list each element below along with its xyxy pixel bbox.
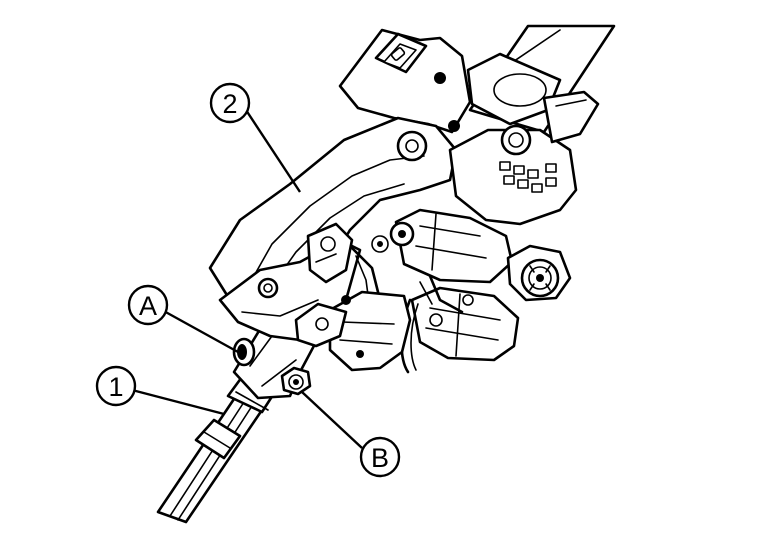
lower-bracket	[294, 290, 412, 372]
motor-end-cap	[506, 244, 572, 302]
callout-1: 1	[95, 365, 137, 407]
callout-2: 2	[209, 82, 251, 124]
leader-1	[131, 388, 225, 416]
callout-b: B	[359, 436, 401, 478]
callout-a: A	[127, 284, 169, 326]
callout-2-label: 2	[222, 89, 237, 119]
callout-b-label: B	[371, 443, 389, 473]
column-tube	[466, 24, 616, 134]
bolt-b	[280, 366, 312, 396]
leader-b	[301, 391, 363, 449]
telescopic-motor	[410, 286, 520, 362]
housing-ribs	[499, 161, 557, 193]
leader-2	[240, 103, 302, 193]
steering-shaft	[156, 364, 282, 524]
tilt-lever	[306, 222, 354, 284]
steering-column-assembly	[208, 28, 600, 342]
leader-a	[161, 308, 239, 354]
leader-lines	[131, 103, 363, 449]
callout-a-label: A	[139, 291, 157, 321]
callout-1-label: 1	[108, 372, 123, 402]
